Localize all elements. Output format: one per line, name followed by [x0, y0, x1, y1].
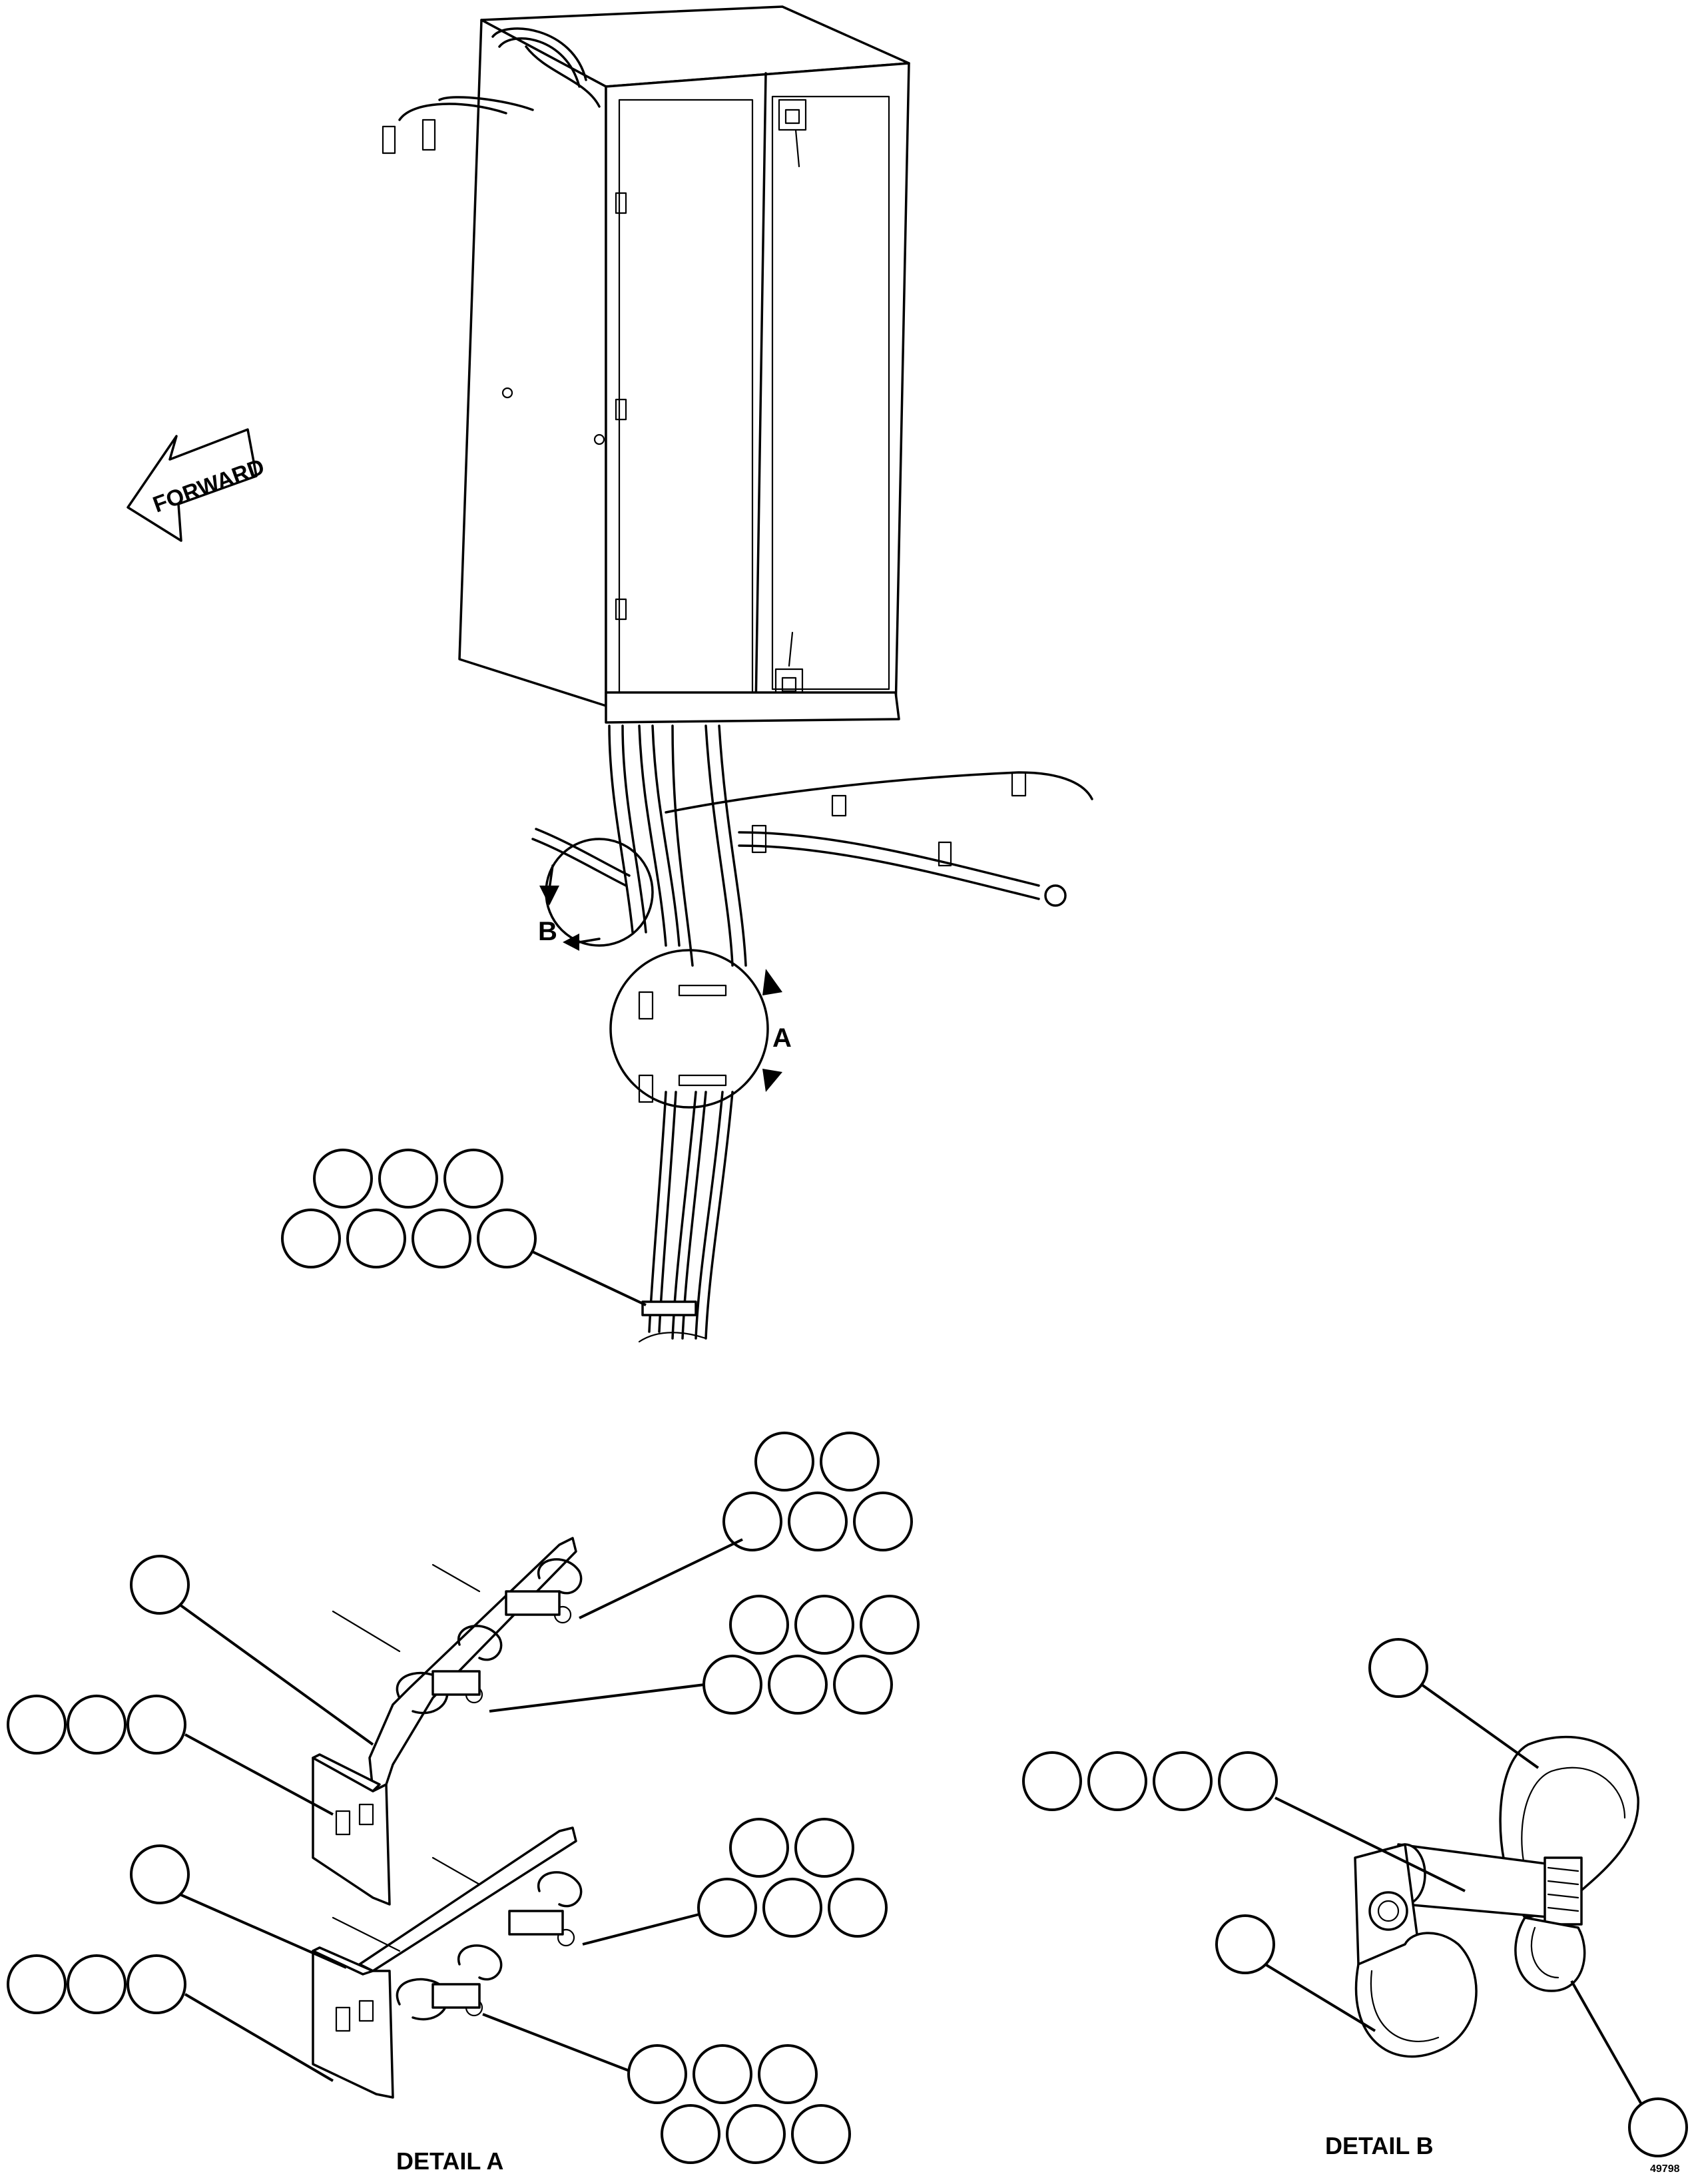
main-cable-clamp-callout — [281, 1149, 647, 1306]
detail-a-upper-clamp-callout — [579, 1432, 913, 1619]
detail-b-assembly — [1354, 1735, 1639, 2058]
view-a-label: A — [772, 1023, 792, 1053]
electrical-cabinet — [382, 5, 910, 724]
detail-b-small-clamp-callout — [1570, 1980, 1688, 2157]
detail-b-bolt-callout — [1022, 1751, 1466, 1892]
detail-a-lower-stud-callout — [7, 1954, 334, 2082]
detail-a-lower-assembly — [312, 1826, 583, 2099]
detail-a-lower-clamp-callout — [582, 1818, 888, 1946]
view-a-indicator: A — [609, 949, 792, 1109]
detail-a-upper-stud-callout — [7, 1695, 334, 1816]
forward-arrow: FORWARD — [127, 428, 268, 542]
detail-a-upper-small-clamp-callout — [489, 1595, 920, 1715]
detail-a-upper-bracket-callout — [130, 1555, 374, 1746]
view-b-indicator: B — [538, 838, 654, 951]
detail-a-upper-assembly — [312, 1537, 583, 1906]
detail-a-lower-bracket-callout — [130, 1844, 347, 1969]
cable-bundle — [531, 724, 1093, 1343]
figure-number: 49798 — [1650, 2163, 1680, 2175]
detail-b-top-clamp-callout — [1368, 1638, 1540, 1769]
detail-b-lower-clamp-callout — [1215, 1914, 1376, 2032]
view-b-label: B — [538, 917, 557, 946]
detail-a-lower-small-clamp-callout — [482, 2013, 851, 2164]
detail-b-title: DETAIL B — [1325, 2132, 1434, 2159]
detail-a-title: DETAIL A — [396, 2147, 503, 2175]
